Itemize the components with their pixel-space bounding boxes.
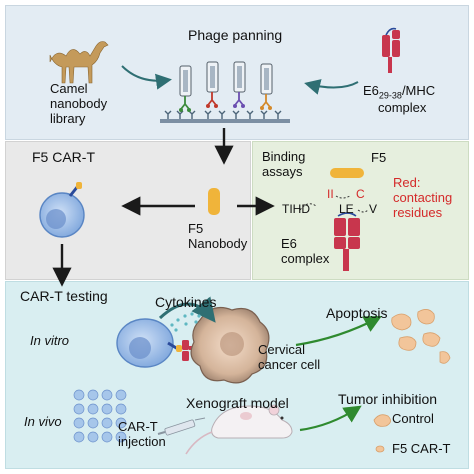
e6-label-line2: complex bbox=[281, 251, 330, 266]
cart-tumor-icon bbox=[375, 445, 385, 453]
injection-label-line2: injection bbox=[118, 434, 166, 449]
cart-title: F5 CAR-T bbox=[32, 149, 95, 165]
vivo-cell-grid bbox=[73, 389, 127, 443]
tumor-inhibition-arrow bbox=[299, 405, 362, 432]
cervical-cancer-cell-icon bbox=[190, 307, 270, 384]
control-label: Control bbox=[392, 411, 434, 426]
injection-label-line1: CAR-T bbox=[118, 419, 158, 434]
apoptosis-label: Apoptosis bbox=[326, 305, 388, 321]
phage-plate-illustration bbox=[160, 61, 290, 123]
mhc-complex-icon bbox=[382, 27, 400, 73]
f5-cart-label: F5 CAR-T bbox=[392, 441, 451, 456]
cytokine-dots bbox=[170, 312, 201, 332]
library-label-line2: nanobody bbox=[50, 96, 108, 111]
nanobody-label-line1: F5 bbox=[188, 221, 204, 236]
cytokine-release-arrow bbox=[158, 296, 216, 323]
vitro-cart-cell-icon bbox=[116, 318, 182, 368]
e6-label-line1: E6 bbox=[281, 236, 297, 251]
in-vitro-label: In vitro bbox=[30, 333, 70, 348]
xenograft-label: Xenograft model bbox=[186, 395, 289, 411]
f5-binding-nanobody-icon bbox=[330, 168, 364, 178]
cytokines-label: Cytokines bbox=[155, 294, 217, 310]
nanobody-label-line2: Nanobody bbox=[188, 236, 248, 251]
mouse-icon bbox=[185, 404, 293, 455]
apoptosis-arrow bbox=[295, 315, 382, 347]
cervical-label-line1: Cervical bbox=[258, 342, 305, 357]
camel-icon bbox=[49, 41, 109, 84]
f5-nanobody-icon bbox=[208, 188, 220, 215]
red-legend-line2: contacting bbox=[393, 190, 453, 205]
binding-label-line1: Binding bbox=[262, 149, 306, 164]
cart-cell-icon bbox=[39, 182, 85, 238]
residue-le: LE bbox=[339, 202, 354, 216]
mhc-label-subscript: 29-38 bbox=[378, 90, 402, 101]
residue-contact-lines bbox=[299, 195, 369, 213]
f5-binding-label: F5 bbox=[371, 150, 387, 165]
binding-label-line2: assays bbox=[262, 164, 303, 179]
in-vivo-label: In vivo bbox=[24, 414, 62, 429]
syringe-icon bbox=[157, 417, 206, 436]
mhc-label-line2: complex bbox=[378, 100, 427, 115]
apoptotic-cell-icon bbox=[391, 309, 451, 364]
phage-panning-label: Phage panning bbox=[188, 27, 283, 43]
residue-ii: II bbox=[327, 187, 334, 201]
residue-tihd: TIHD bbox=[282, 202, 310, 216]
mhc-label-e6: E6 bbox=[363, 83, 379, 98]
mhc-label-tail: /MHC bbox=[401, 83, 436, 98]
green-panel bbox=[252, 141, 469, 280]
e6-complex-icon bbox=[334, 212, 360, 271]
tumor-inhibition-label: Tumor inhibition bbox=[338, 391, 438, 407]
red-legend-line1: Red: bbox=[393, 175, 421, 190]
residue-c: C bbox=[356, 187, 365, 201]
mhc-to-panning-arrow bbox=[304, 79, 359, 95]
residue-v: V bbox=[369, 202, 378, 216]
mhc-label-line1: E629-38/MHC bbox=[363, 83, 436, 101]
cart-testing-title: CAR-T testing bbox=[20, 288, 108, 304]
panning-plate bbox=[160, 119, 290, 123]
control-tumor-icon bbox=[373, 414, 391, 427]
camel-to-panning-arrow bbox=[121, 65, 172, 90]
library-label-line1: Camel bbox=[50, 81, 88, 96]
cervical-label-line2: cancer cell bbox=[258, 357, 321, 372]
library-label-line3: library bbox=[50, 111, 86, 126]
red-legend-line3: residues bbox=[393, 205, 443, 220]
